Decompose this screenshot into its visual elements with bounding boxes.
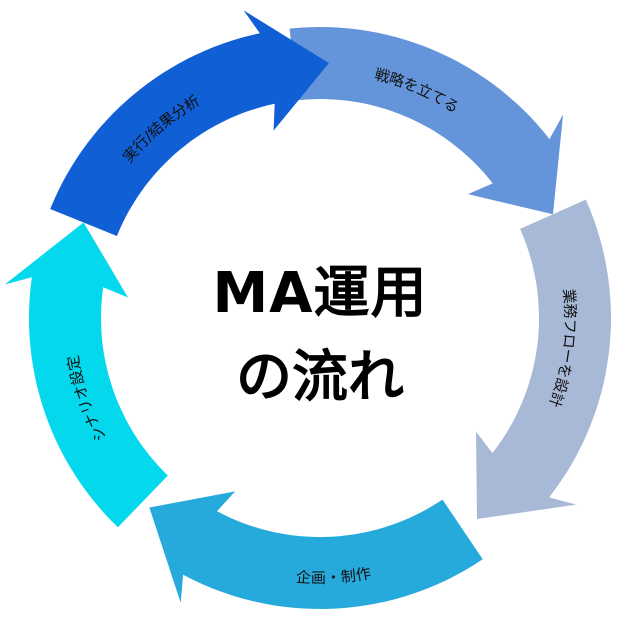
cycle-arrow-business-flow [476,199,611,519]
cycle-arrow-scenario [4,222,168,528]
center-title-line1: MA運用 [212,261,428,326]
cycle-arrow-planning [149,491,483,609]
cycle-label-planning: 企画・制作 [295,564,372,587]
cycle-arrow-strategy [289,27,564,215]
cycle-arrow-execution [50,10,329,236]
center-title-line2: の流れ [236,345,404,410]
